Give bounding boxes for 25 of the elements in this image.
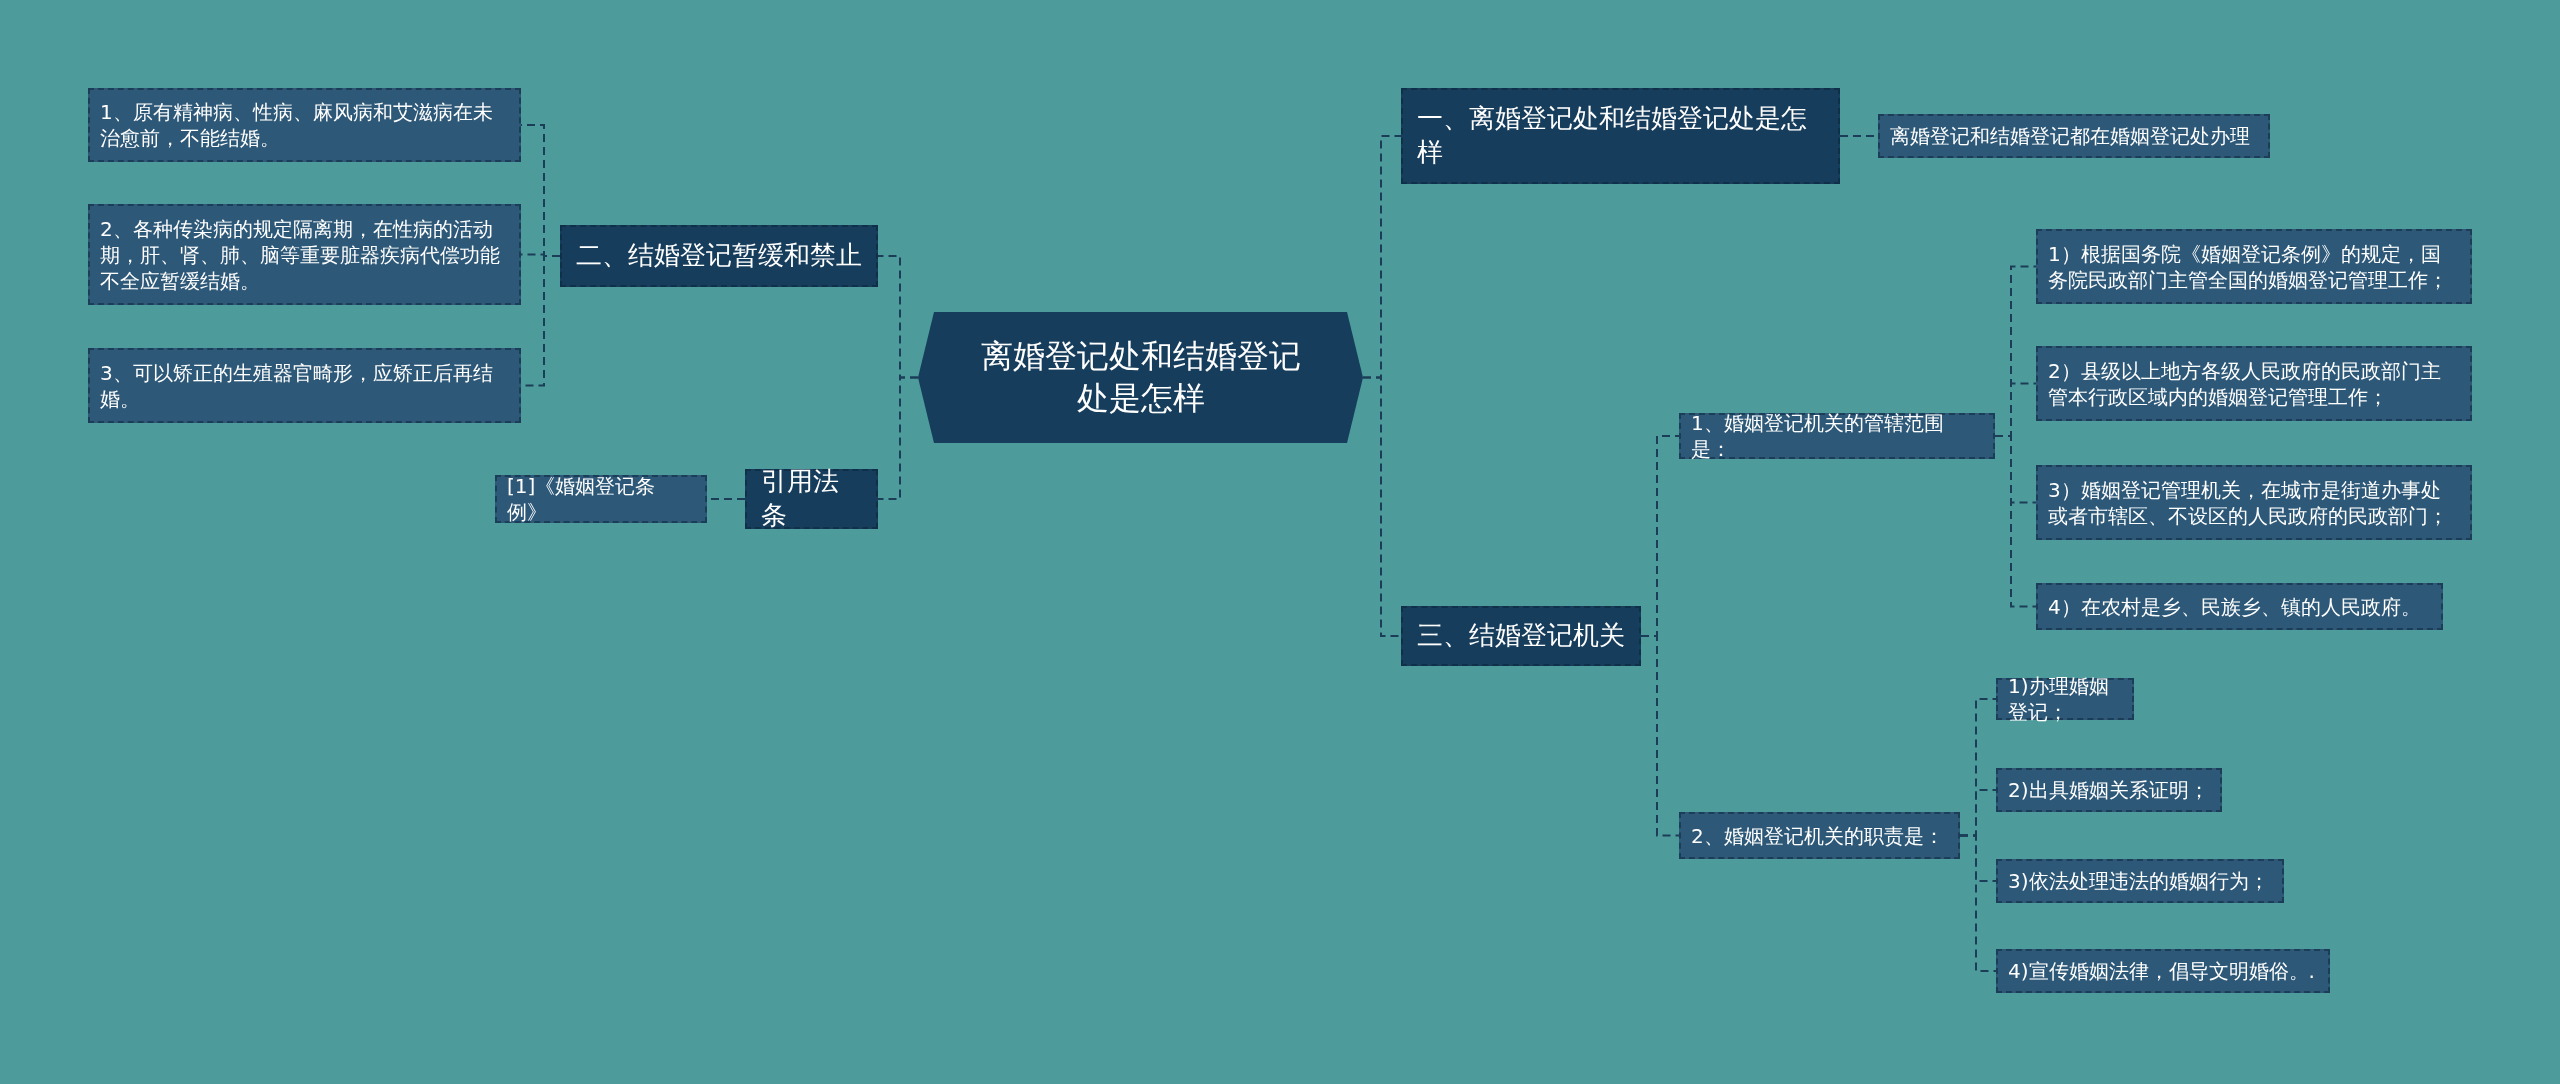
subtopic-box: 2、婚姻登记机关的职责是： [1679, 812, 1960, 859]
subtopic-box: [1]《婚姻登记条例》 [495, 475, 707, 523]
subtopic-box: 3）婚姻登记管理机关，在城市是街道办事处或者市辖区、不设区的人民政府的民政部门； [2036, 465, 2472, 540]
subtopic-box: 3、可以矫正的生殖器官畸形，应矫正后再结婚。 [88, 348, 521, 423]
subtopic-box: 1、婚姻登记机关的管辖范围是： [1679, 413, 1995, 459]
topic-box: 二、结婚登记暂缓和禁止 [560, 225, 878, 287]
subtopic-box: 离婚登记和结婚登记都在婚姻登记处办理 [1878, 114, 2270, 158]
connector [1640, 635, 1680, 837]
connector [1362, 376, 1402, 637]
connector [1994, 435, 2037, 608]
subtopic-box: 1)办理婚姻登记； [1996, 678, 2134, 720]
subtopic-box: 4)宣传婚姻法律，倡导文明婚俗。. [1996, 949, 2330, 993]
central-topic: 离婚登记处和结婚登记处是怎样 [918, 312, 1363, 443]
subtopic-box: 1、原有精神病、性病、麻风病和艾滋病在未治愈前，不能结婚。 [88, 88, 521, 162]
subtopic-box: 1）根据国务院《婚姻登记条例》的规定，国务院民政部门主管全国的婚姻登记管理工作； [2036, 229, 2472, 304]
subtopic-box: 2、各种传染病的规定隔离期，在性病的活动期，肝、肾、肺、脑等重要脏器疾病代偿功能不全应暂缓结婚。 [88, 204, 521, 305]
subtopic-box: 3)依法处理违法的婚姻行为； [1996, 859, 2284, 903]
topic-box: 三、结婚登记机关 [1401, 606, 1641, 666]
connector [1959, 834, 1997, 972]
connector [877, 376, 919, 500]
subtopic-box: 2）县级以上地方各级人民政府的民政部门主管本行政区域内的婚姻登记管理工作； [2036, 346, 2472, 421]
subtopic-box: 2)出具婚姻关系证明； [1996, 768, 2222, 812]
topic-box: 引用法条 [745, 469, 878, 529]
topic-box: 一、离婚登记处和结婚登记处是怎样 [1401, 88, 1840, 184]
subtopic-box: 4）在农村是乡、民族乡、镇的人民政府。 [2036, 583, 2443, 630]
